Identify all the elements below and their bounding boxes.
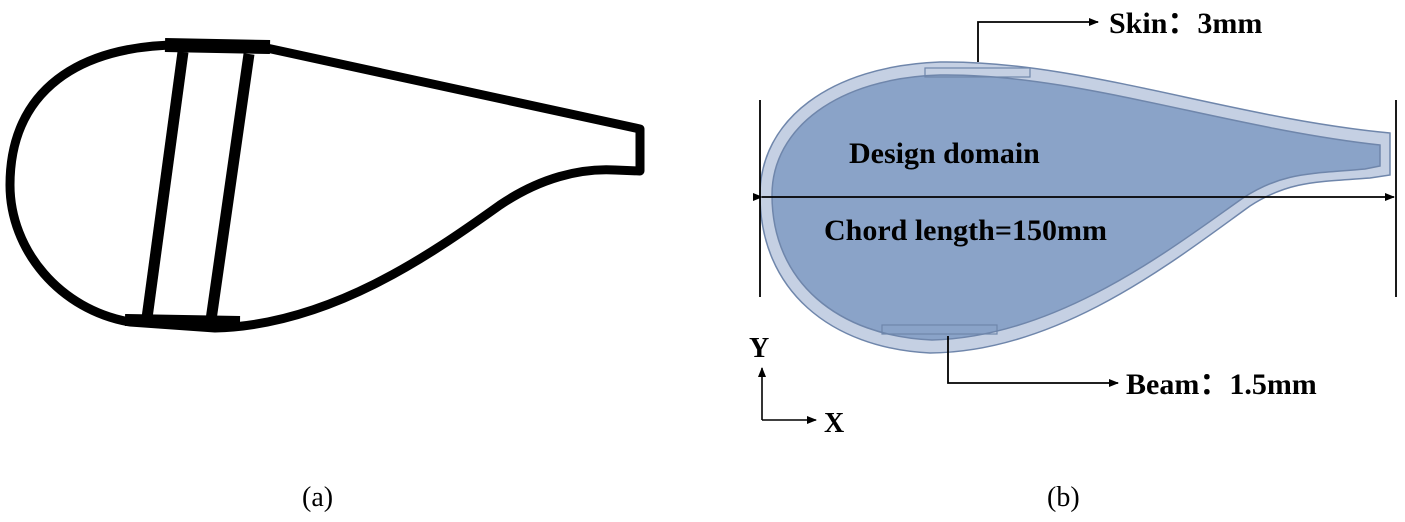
x-axis-label: X	[824, 408, 844, 439]
spar-rear-a	[205, 53, 255, 321]
beam-leader-line	[947, 336, 1119, 387]
skin-pad-bottom-a	[124, 314, 241, 328]
design-domain-region	[771, 74, 1381, 341]
skin-label: Skin：3mm	[1109, 7, 1262, 40]
design-domain-label: Design domain	[849, 137, 1040, 170]
skin-pad-top-a	[164, 38, 271, 54]
spar-front-a	[141, 51, 189, 319]
caption-b: (b)	[1047, 482, 1080, 513]
panel-a	[5, 38, 645, 333]
skin-pad-top-b	[924, 67, 1031, 78]
y-axis-label: Y	[749, 333, 769, 364]
skin-leader-line	[977, 18, 1099, 62]
caption-a: (a)	[302, 482, 333, 513]
panel-b: Skin：3mm Design domain Chord length=150m…	[749, 7, 1397, 439]
beam-pad-bottom-b	[881, 324, 998, 335]
airfoil-outline-a	[5, 40, 645, 333]
chord-length-label: Chord length=150mm	[824, 214, 1107, 247]
beam-label: Beam：1.5mm	[1126, 368, 1317, 401]
